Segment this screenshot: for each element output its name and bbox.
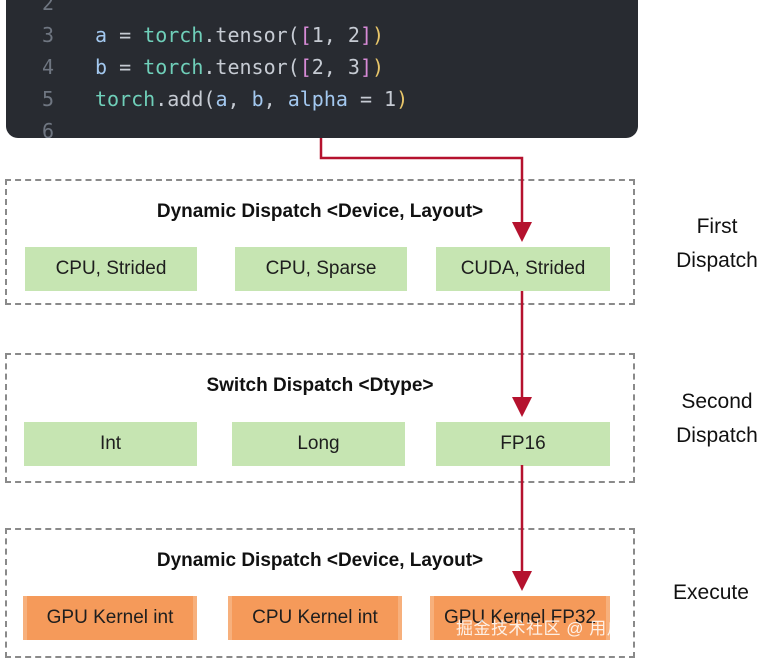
- code-token: = 1: [347, 87, 397, 111]
- kernel-cell-gpu-fp32: GPU Kernel FP32: [430, 596, 610, 640]
- first-dispatch-label: First Dispatch: [657, 210, 777, 278]
- stage-title: Dynamic Dispatch <Device, Layout>: [156, 201, 484, 222]
- stage-title: Dynamic Dispatch <Device, Layout>: [156, 550, 484, 571]
- arrowhead-execute: [512, 571, 532, 591]
- line-number: 6: [41, 119, 54, 138]
- kernel-cell-cpu-int: CPU Kernel int: [228, 596, 402, 640]
- code-line-2: 2: [6, 0, 95, 19]
- code-token: ,: [227, 87, 252, 111]
- dispatch-cell-cuda-strided: CUDA, Strided: [436, 247, 610, 291]
- code-token: .tensor(: [203, 23, 300, 47]
- label-line: Execute: [673, 581, 749, 604]
- watermark-text: 掘金技术社区 @ 用户4979358483: [456, 619, 724, 638]
- code-line-4: 4 b = torch.tensor([2, 3]): [6, 51, 384, 83]
- code-token: ]: [359, 23, 372, 47]
- dtype-cell-long: Long: [232, 422, 405, 466]
- first-dispatch-box: Dynamic Dispatch <Device, Layout> CPU, S…: [5, 179, 635, 305]
- code-text: b = torch.tensor([2, 3]): [95, 55, 384, 79]
- code-token: torch: [95, 87, 156, 111]
- arrowhead-first: [512, 222, 532, 242]
- code-text: torch.add(a, b, alpha = 1): [95, 87, 408, 111]
- code-token: [: [299, 55, 312, 79]
- arrow-code-to-first: [319, 138, 524, 228]
- dispatch-cell-cpu-strided: CPU, Strided: [25, 247, 197, 291]
- execute-box: Dynamic Dispatch <Device, Layout> GPU Ke…: [5, 528, 635, 658]
- execute-label: Execute: [651, 576, 771, 610]
- code-token: 2, 3: [311, 55, 360, 79]
- label-line: First: [696, 215, 738, 238]
- code-text: a = torch.tensor([1, 2]): [95, 23, 384, 47]
- second-dispatch-box: Switch Dispatch <Dtype> Int Long FP16: [5, 353, 635, 483]
- line-number: 3: [41, 23, 54, 47]
- second-dispatch-label: Second Dispatch: [657, 385, 777, 453]
- stage-title: Switch Dispatch <Dtype>: [206, 375, 434, 396]
- kernel-cell-gpu-int: GPU Kernel int: [23, 596, 197, 640]
- dispatch-cell-cpu-sparse: CPU, Sparse: [235, 247, 407, 291]
- code-token: 1, 2: [311, 23, 360, 47]
- dtype-cell-int: Int: [24, 422, 197, 466]
- line-number: 5: [41, 87, 54, 111]
- code-line-5: 5 torch.add(a, b, alpha = 1): [6, 83, 408, 115]
- code-token: .tensor(: [203, 55, 300, 79]
- code-token: ]: [359, 55, 372, 79]
- code-token: ): [371, 55, 385, 79]
- code-token: b: [95, 55, 108, 79]
- code-token: ): [371, 23, 385, 47]
- code-token: ): [396, 87, 409, 111]
- dtype-cell-fp16: FP16: [436, 422, 610, 466]
- code-token: torch: [143, 55, 204, 79]
- code-token: b: [251, 87, 264, 111]
- line-number: 4: [41, 55, 54, 79]
- code-line-6: 6: [6, 115, 95, 138]
- code-token: =: [107, 55, 144, 79]
- arrowhead-second: [512, 397, 532, 417]
- code-token: [: [299, 23, 312, 47]
- label-line: Dispatch: [676, 424, 758, 447]
- code-token: .add(: [155, 87, 216, 111]
- code-token: torch: [143, 23, 204, 47]
- code-token: a: [215, 87, 228, 111]
- code-token: ,: [263, 87, 288, 111]
- code-token: a: [95, 23, 108, 47]
- line-number: 2: [41, 0, 54, 15]
- code-line-3: 3 a = torch.tensor([1, 2]): [6, 19, 384, 51]
- label-line: Dispatch: [676, 249, 758, 272]
- label-line: Second: [681, 390, 753, 413]
- code-token: alpha: [287, 87, 348, 111]
- code-token: =: [107, 23, 144, 47]
